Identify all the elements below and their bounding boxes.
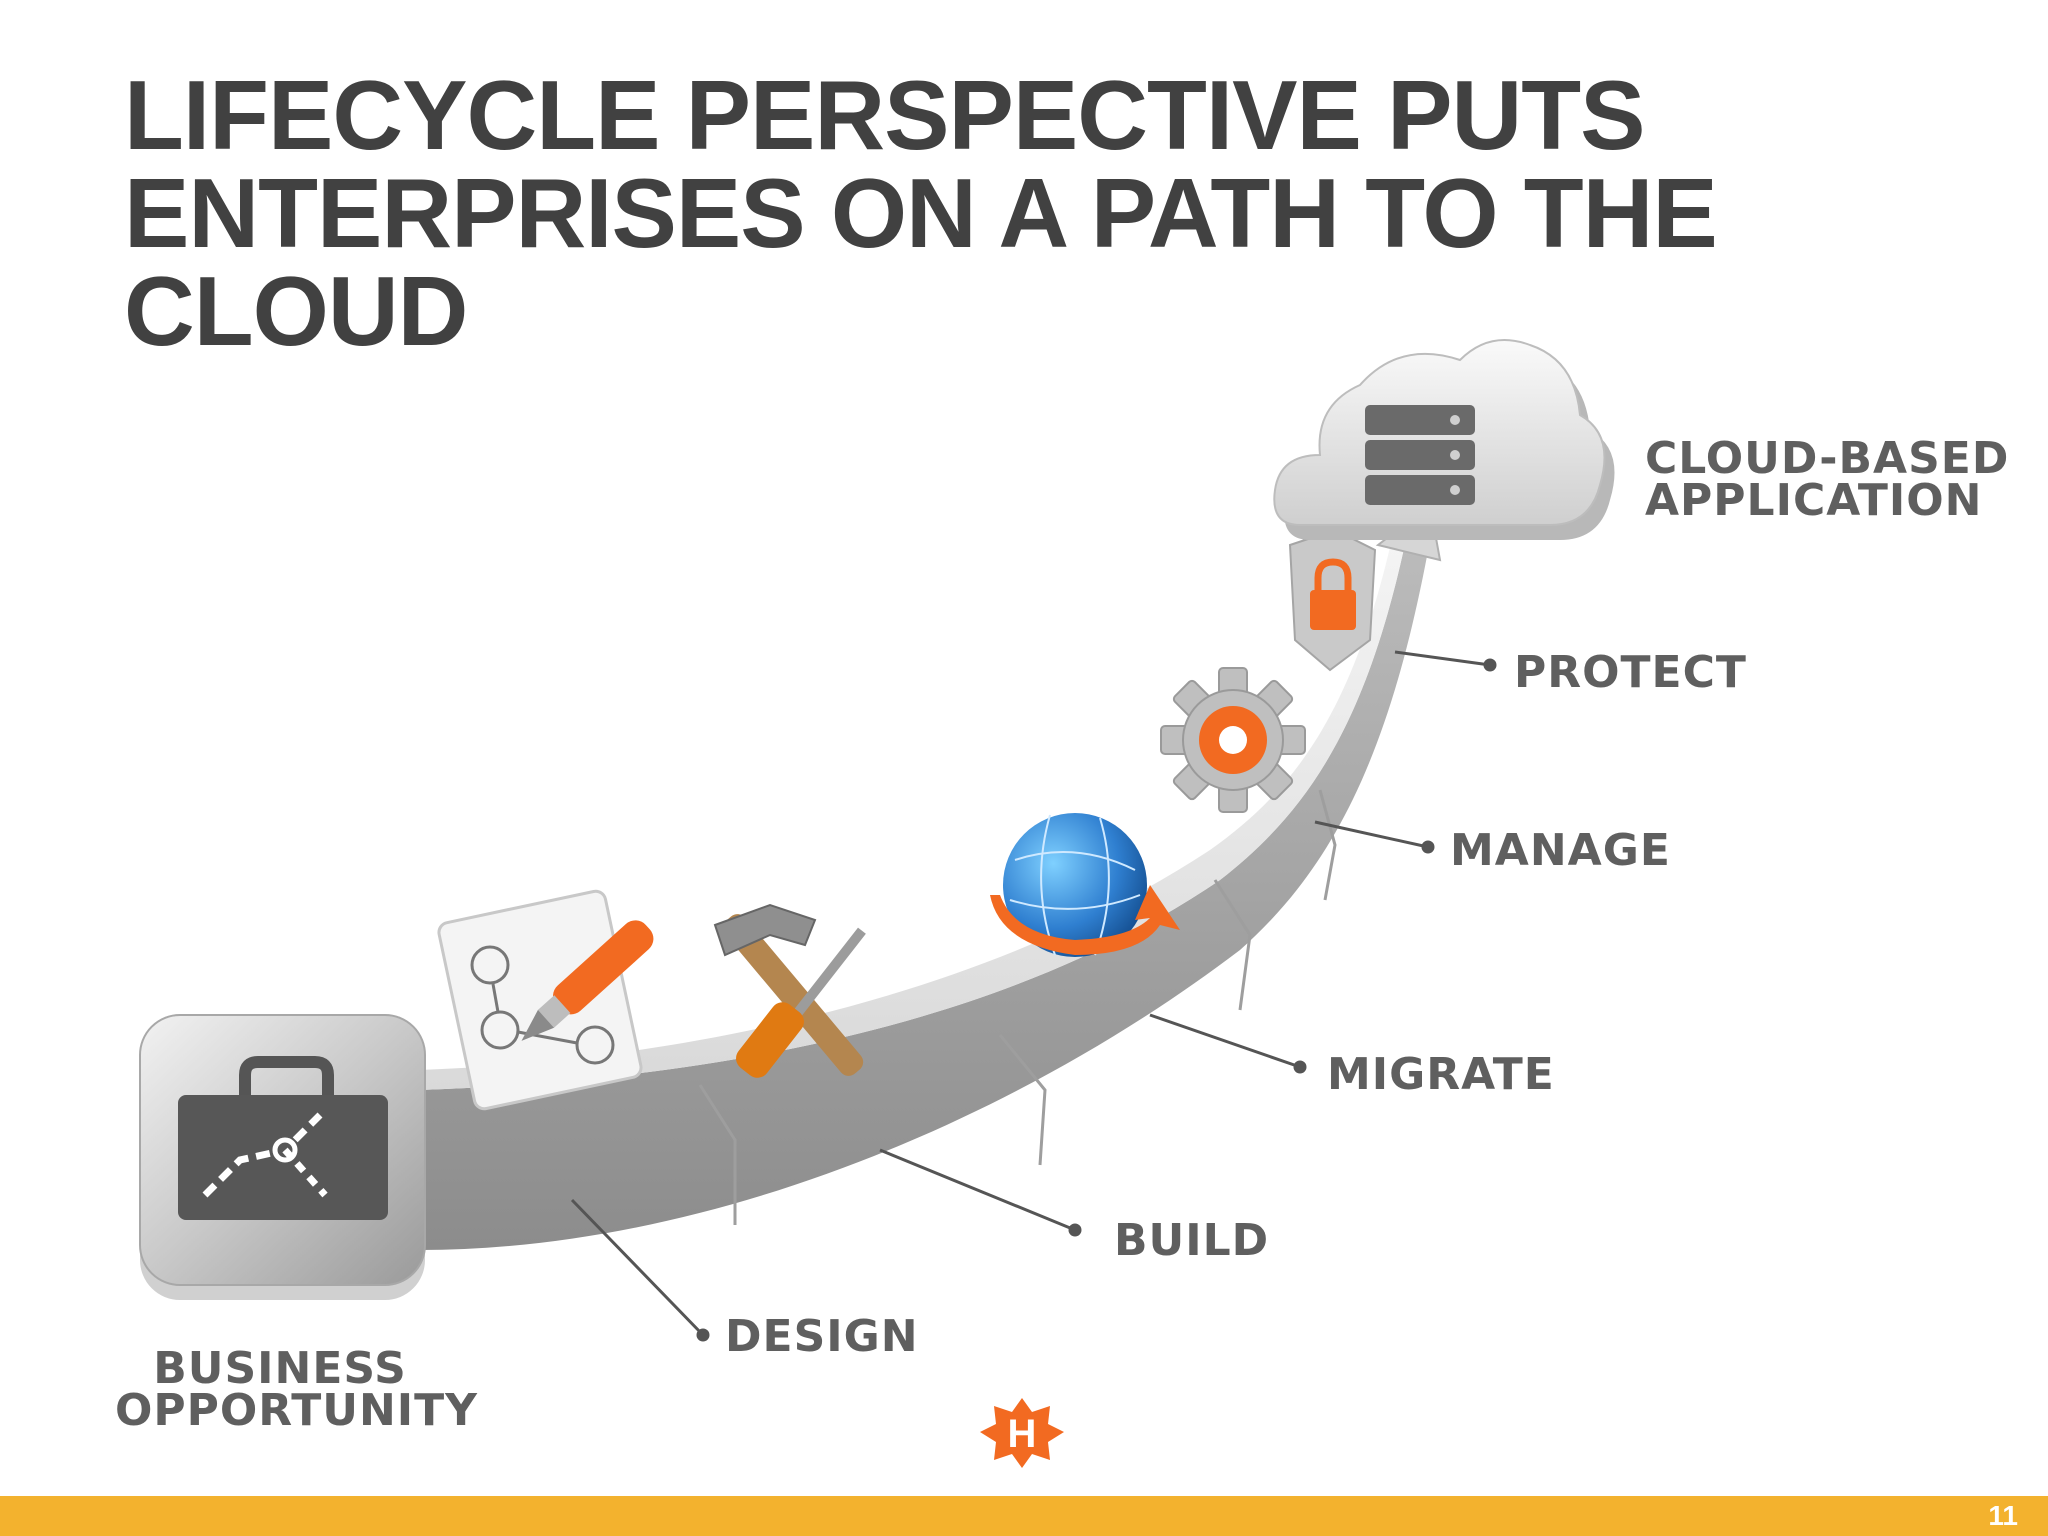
- title-line-3: CLOUD: [124, 256, 468, 366]
- globe-arrow-icon: [990, 813, 1180, 957]
- gear-icon: [1160, 667, 1306, 813]
- logo-letter: H: [1008, 1412, 1037, 1456]
- footer-bar: 11: [0, 1496, 2048, 1536]
- label-migrate: MIGRATE: [1327, 1049, 1555, 1100]
- title-line-2: ENTERPRISES ON A PATH TO THE: [124, 158, 1718, 268]
- label-build: BUILD: [1114, 1215, 1270, 1266]
- blueprint-pen-icon: [437, 889, 654, 1111]
- cloud-server-icon: [1273, 339, 1615, 540]
- label-design: DESIGN: [725, 1311, 919, 1362]
- label-manage: MANAGE: [1450, 825, 1671, 876]
- page-number: 11: [1988, 1500, 2018, 1531]
- hammer-screwdriver-icon: [713, 903, 866, 1078]
- briefcase-icon: [139, 1014, 426, 1300]
- label-protect: PROTECT: [1514, 647, 1747, 698]
- label-cloud-based-application: CLOUD-BASED APPLICATION: [1645, 433, 2010, 526]
- label-business-opportunity: BUSINESS OPPORTUNITY: [115, 1343, 479, 1436]
- path-side: [420, 520, 1430, 1250]
- shield-lock-icon: [1288, 528, 1377, 672]
- slide-title: LIFECYCLE PERSPECTIVE PUTS ENTERPRISES O…: [124, 66, 1904, 360]
- title-line-1: LIFECYCLE PERSPECTIVE PUTS: [124, 60, 1645, 170]
- company-logo-icon: H: [980, 1398, 1064, 1468]
